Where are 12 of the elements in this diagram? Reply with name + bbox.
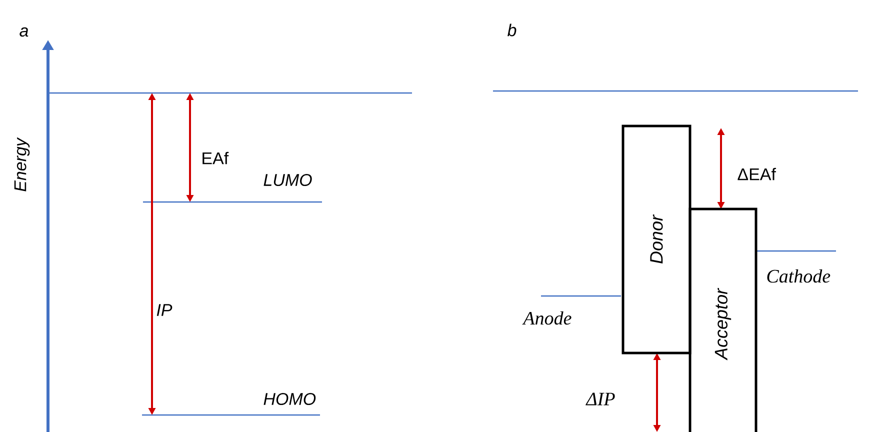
panel-letter: a bbox=[20, 27, 28, 37]
level-label: ΔEAf bbox=[738, 168, 776, 180]
panel-letter: b bbox=[508, 24, 516, 36]
level-label: EAf bbox=[202, 152, 229, 164]
level-label: LUMO bbox=[264, 174, 312, 186]
level-label: ΔIP bbox=[586, 392, 615, 406]
axis-label: Energy bbox=[14, 137, 30, 192]
level-label: IP bbox=[156, 304, 172, 316]
level-label: Anode bbox=[522, 311, 572, 325]
level-label: HOMO bbox=[264, 392, 316, 406]
level-box: Donor bbox=[622, 124, 692, 354]
level-box: Acceptor bbox=[688, 208, 758, 432]
